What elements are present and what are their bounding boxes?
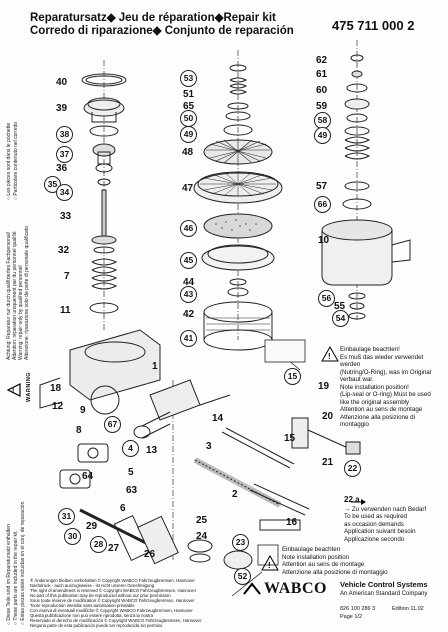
left-column-parts xyxy=(81,73,127,314)
doc-number: 826 100 286 3 xyxy=(340,606,376,612)
lower-assembly xyxy=(39,329,361,597)
use-note-prefix: 22 a xyxy=(344,495,360,504)
part-label-17: 15 xyxy=(284,368,301,385)
part-label-53: 53 xyxy=(180,70,197,87)
part-label-1: 1 xyxy=(152,361,158,372)
part-label-29: 29 xyxy=(86,521,98,532)
right-column-parts xyxy=(321,54,411,320)
page-indicator: Page 1/2 xyxy=(340,614,363,620)
note-warning-icon: ! xyxy=(321,345,339,362)
part-label-7: 7 xyxy=(64,271,70,282)
part-label-36: 36 xyxy=(56,163,68,174)
part-label-59: 59 xyxy=(316,101,328,112)
center-column-parts xyxy=(193,64,283,351)
part-label-41: 41 xyxy=(180,330,197,347)
part-label-31: 31 xyxy=(58,508,75,525)
svg-text:!: ! xyxy=(328,352,331,361)
part-label-57: 57 xyxy=(316,181,328,192)
part-label-5: 5 xyxy=(128,467,134,478)
part-label-52: 52 xyxy=(234,568,251,585)
part-label-26: 26 xyxy=(144,549,156,560)
svg-text:!: ! xyxy=(268,561,271,570)
part-label-47: 47 xyxy=(182,183,194,194)
part-label-56: 56 xyxy=(318,290,335,307)
part-label-19: 19 xyxy=(318,381,330,392)
part-label-10: 10 xyxy=(318,235,330,246)
copyright-block: ® Änderungen bleiben vorbehalten © Copyr… xyxy=(30,578,202,628)
part-label-20: 20 xyxy=(322,411,334,422)
part-label-32: 32 xyxy=(58,245,70,256)
part-label-14: 14 xyxy=(212,413,224,424)
part-label-18: 18 xyxy=(50,383,62,394)
part-label-43: 43 xyxy=(180,286,197,303)
part-label-21: 21 xyxy=(322,457,334,468)
wabco-logo-icon xyxy=(242,582,262,596)
title-line-1: Reparatursatz◆ Jeu de réparation◆Repair … xyxy=(30,12,276,24)
part-label-16: 16 xyxy=(286,517,298,528)
part-label-25: 25 xyxy=(196,515,208,526)
use-as-required-note: 22 a → Zu verwenden nach Bedarf To be us… xyxy=(344,496,444,543)
part-label-13: 13 xyxy=(146,445,158,456)
part-label-45: 45 xyxy=(180,252,197,269)
title-line-2: Corredo di riparazione◆ Conjunto de repa… xyxy=(30,25,294,37)
part-label-42: 42 xyxy=(183,309,195,320)
install-note-1: Einbaulage beachten! Es muß das wieder v… xyxy=(340,346,432,428)
part-label-40: 40 xyxy=(56,77,68,88)
part-label-6: 6 xyxy=(120,503,126,514)
part-label-63: 63 xyxy=(126,485,138,496)
part-label-24: 24 xyxy=(196,531,208,542)
part-label-49-right: 49 xyxy=(314,127,331,144)
part-label-62: 62 xyxy=(316,55,328,66)
part-label-28: 28 xyxy=(90,536,107,553)
subdivision-name: An American Standard Company xyxy=(340,591,428,597)
part-label-37: 37 xyxy=(56,146,73,163)
part-label-9: 9 xyxy=(80,405,86,416)
part-label-12: 12 xyxy=(52,401,64,412)
part-label-44: 44 xyxy=(183,277,195,288)
part-label-38: 38 xyxy=(56,126,73,143)
part-label-67: 67 xyxy=(104,416,121,433)
part-label-22: 22 xyxy=(344,460,361,477)
part-label-39: 39 xyxy=(56,103,68,114)
note-warning-icon-2: ! xyxy=(261,554,279,571)
install-note-2: Einbaulage beachten Note installation po… xyxy=(282,546,388,576)
part-label-27: 27 xyxy=(108,543,120,554)
part-label-3: 3 xyxy=(206,441,212,452)
division-name: Vehicle Control Systems xyxy=(340,580,428,589)
part-label-11: 11 xyxy=(60,305,71,316)
part-label-48: 48 xyxy=(182,147,194,158)
part-label-65: 65 xyxy=(183,101,195,112)
part-label-33: 33 xyxy=(60,211,72,222)
part-label-30: 30 xyxy=(64,528,81,545)
part-label-2: 2 xyxy=(232,489,238,500)
part-label-8: 8 xyxy=(76,425,82,436)
svg-text:!: ! xyxy=(12,388,14,395)
part-label-64: 64 xyxy=(82,471,94,482)
part-label-54: 54 xyxy=(332,310,349,327)
part-label-34: 34 xyxy=(56,184,73,201)
part-label-4: 4 xyxy=(122,440,139,457)
part-label-46: 46 xyxy=(180,220,197,237)
part-label-23: 23 xyxy=(232,534,249,551)
part-label-15: 15 xyxy=(284,433,296,444)
part-label-49-center: 49 xyxy=(180,126,197,143)
part-label-60: 60 xyxy=(316,85,328,96)
part-label-55: 55 xyxy=(334,301,346,312)
part-label-51: 51 xyxy=(183,89,195,100)
wabco-brand: WABCO xyxy=(264,580,327,597)
part-number: 475 711 000 2 xyxy=(332,18,415,33)
part-label-61: 61 xyxy=(316,69,328,80)
edition: Edition 11.02 xyxy=(392,606,424,612)
warning-triangle-icon: ! xyxy=(6,383,21,397)
part-label-50: 50 xyxy=(180,110,197,127)
part-label-66: 66 xyxy=(314,196,331,213)
